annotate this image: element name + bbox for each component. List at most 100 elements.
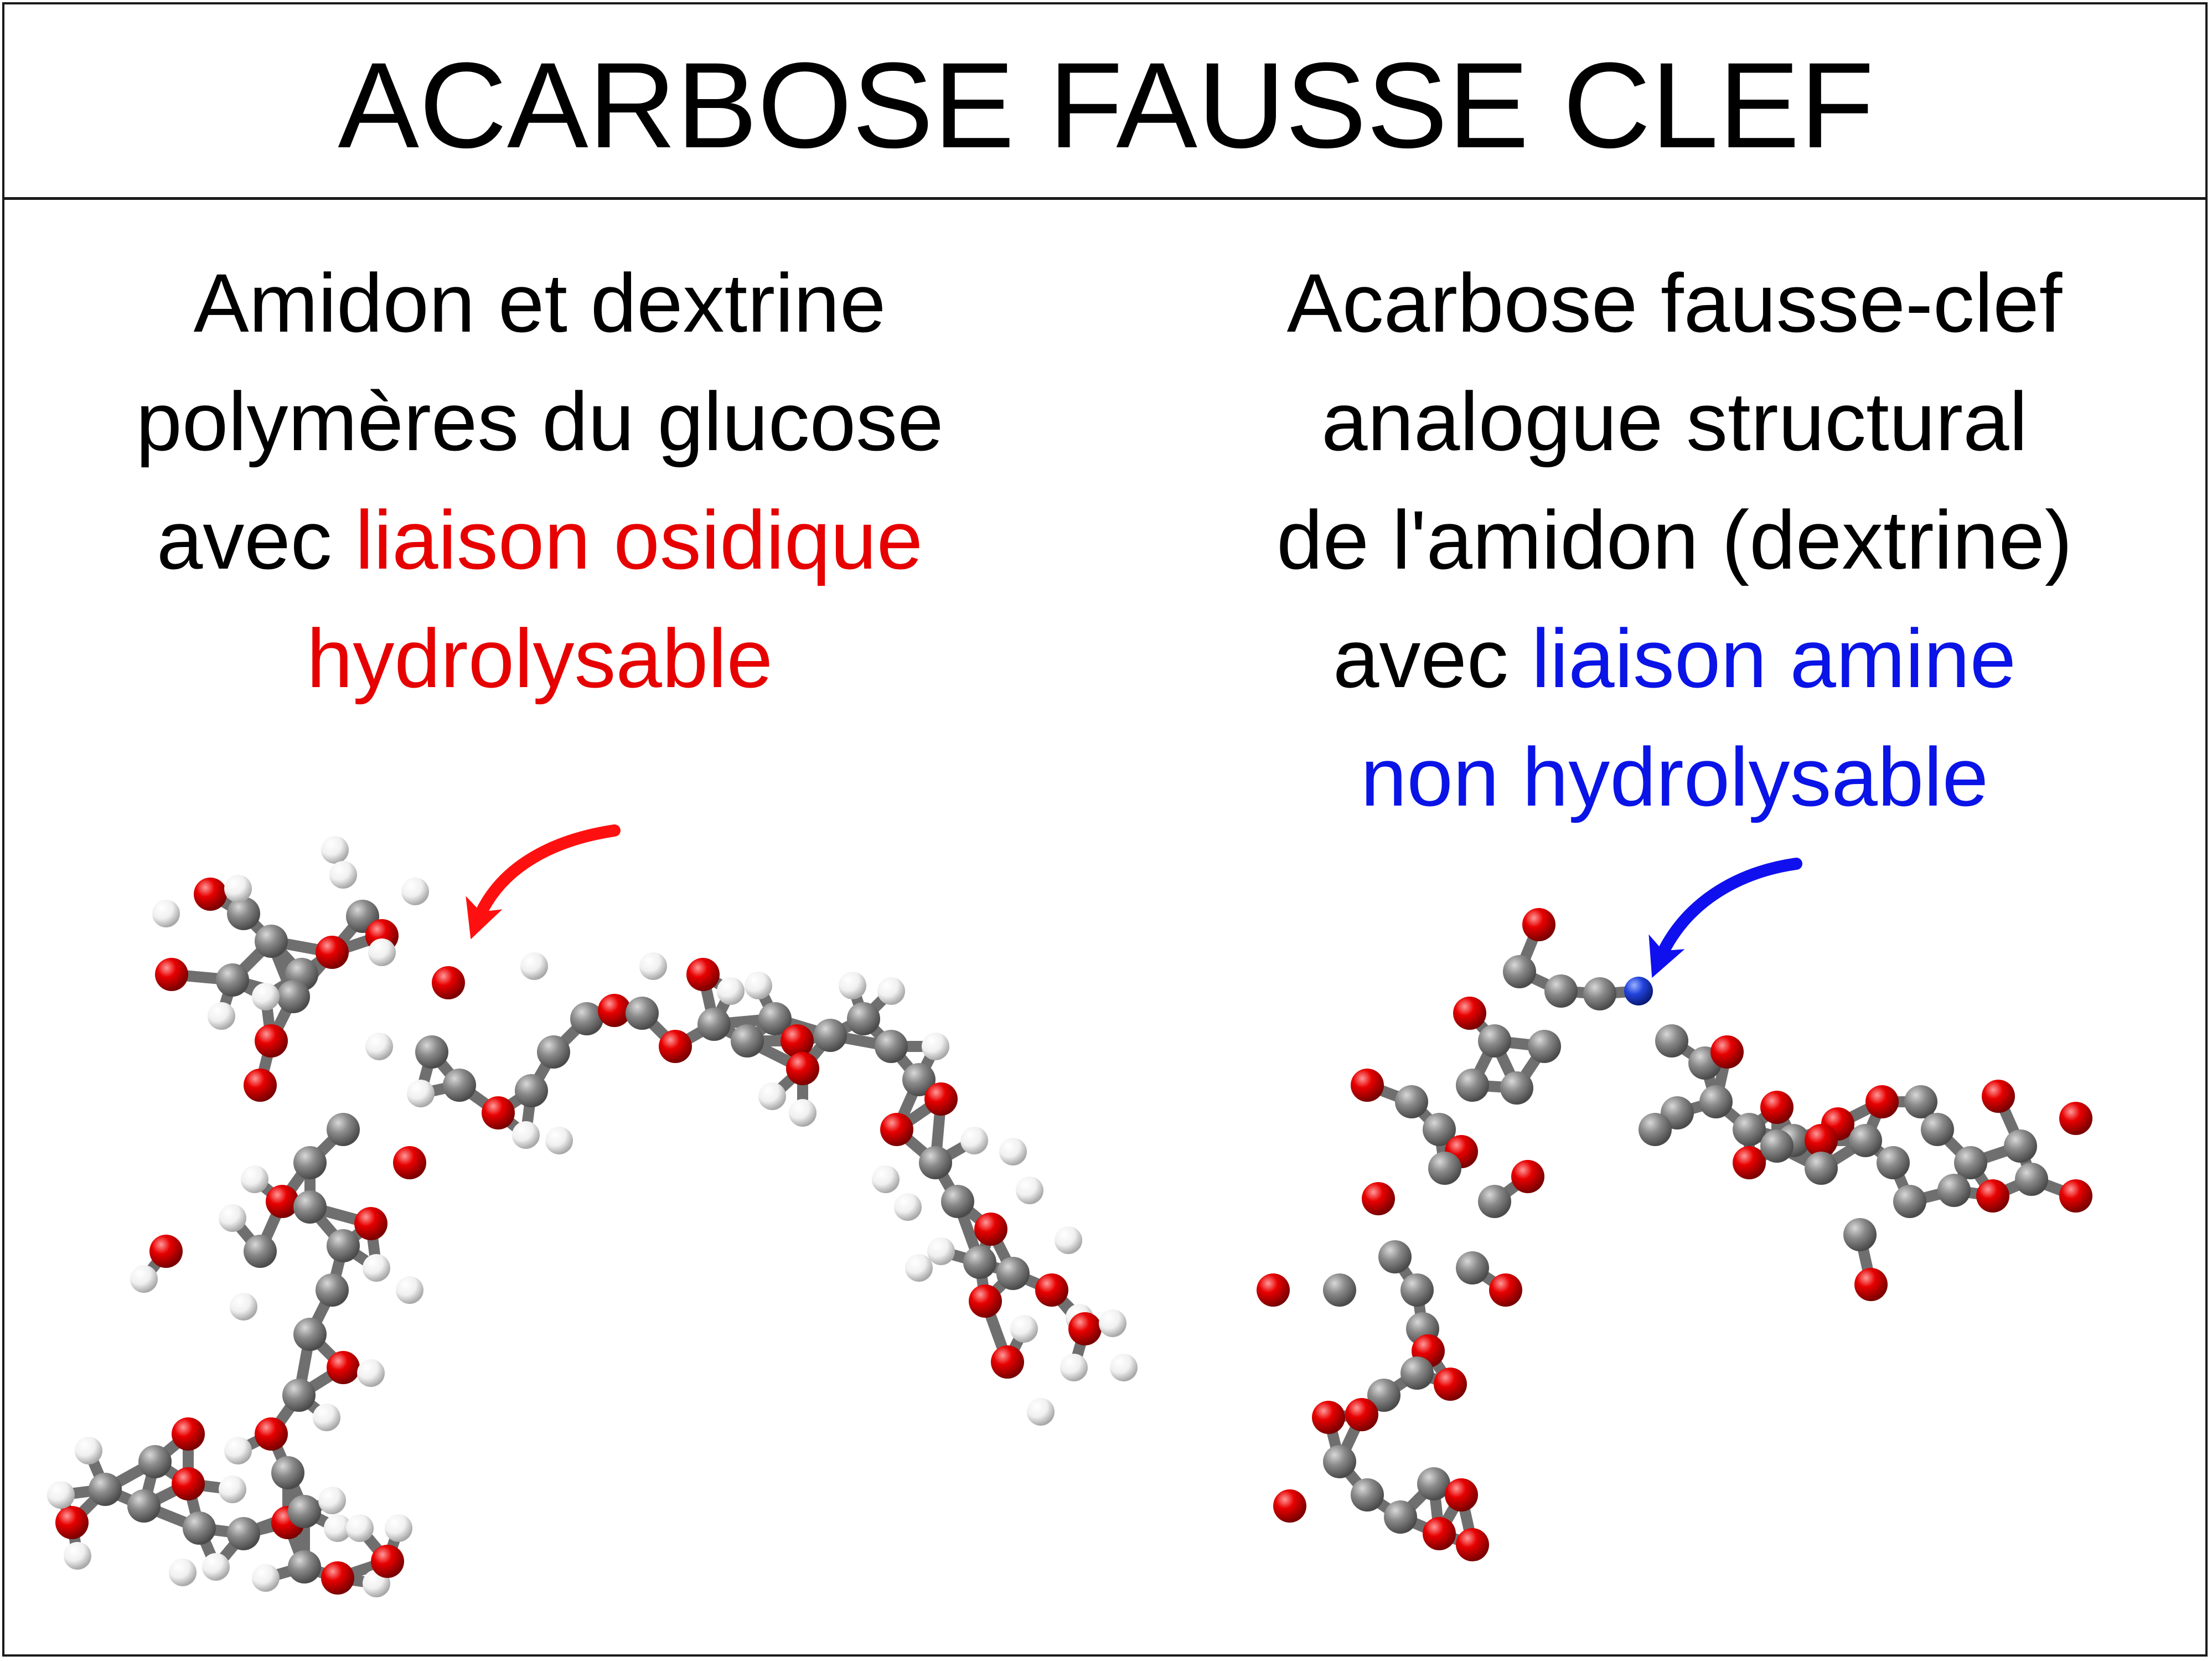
hydrogen-atom xyxy=(520,952,548,980)
oxygen-atom xyxy=(880,1113,913,1146)
carbon-atom xyxy=(626,997,659,1030)
oxygen-atom xyxy=(974,1213,1007,1246)
oxygen-atom xyxy=(1710,1035,1744,1069)
hydrogen-atom xyxy=(905,1254,933,1282)
hydrogen-atom xyxy=(877,977,905,1005)
carbon-atom xyxy=(1904,1085,1937,1118)
oxygen-atom xyxy=(266,1185,299,1218)
hydrogen-atom xyxy=(224,1437,252,1464)
hydrogen-atom xyxy=(1016,1177,1043,1204)
right-caption-line-2: analogue structural xyxy=(1321,375,2028,468)
oxygen-atom xyxy=(1434,1368,1467,1401)
hydrogen-atom xyxy=(202,1553,230,1581)
hydrogen-atom xyxy=(224,875,252,902)
hydrogen-atom xyxy=(357,1359,385,1387)
oxygen-atom xyxy=(1445,1478,1478,1512)
carbon-atom xyxy=(1428,1152,1461,1185)
oxygen-atom xyxy=(1035,1273,1068,1307)
hydrogen-atom xyxy=(324,1514,352,1542)
carbon-atom xyxy=(1843,1218,1877,1251)
acarbose-molecule-model xyxy=(1257,908,2092,1561)
right-caption-line-1: Acarbose fausse-clef xyxy=(1286,256,2063,349)
left-caption-line-1: Amidon et dextrine xyxy=(193,256,886,349)
hydrogen-atom xyxy=(960,1127,988,1154)
carbon-atom xyxy=(1921,1113,1954,1146)
oxygen-atom xyxy=(354,1207,387,1240)
carbon-atom xyxy=(1849,1124,1882,1157)
left-caption-prefix: avec xyxy=(156,493,355,586)
carbon-atom xyxy=(1323,1273,1356,1307)
carbon-atom xyxy=(293,1146,327,1179)
carbon-atom xyxy=(244,1235,277,1268)
carbon-atom xyxy=(327,1113,360,1146)
oxygen-atom xyxy=(991,1345,1024,1379)
carbon-atom xyxy=(1893,1185,1926,1218)
oxygen-atom xyxy=(327,1351,360,1384)
oxygen-atom xyxy=(781,1024,814,1058)
hydrogen-atom xyxy=(639,952,667,980)
hydrogen-atom xyxy=(152,900,180,927)
right-caption: Acarbose fausse-clef analogue structural… xyxy=(1135,244,2212,836)
oxygen-atom xyxy=(432,966,465,999)
oxygen-atom xyxy=(1362,1182,1395,1215)
oxygen-atom xyxy=(393,1146,426,1179)
hydrogen-atom xyxy=(130,1265,158,1293)
oxygen-atom xyxy=(1456,1528,1489,1561)
carbon-atom xyxy=(138,1445,172,1478)
carbon-atom xyxy=(89,1473,122,1506)
hydrogen-atom xyxy=(745,972,772,999)
carbon-atom xyxy=(1456,1069,1489,1102)
oxygen-atom xyxy=(482,1096,515,1129)
amine-bond-label: liaison amine xyxy=(1531,612,2016,705)
oxygen-atom xyxy=(55,1506,89,1539)
hydrogen-atom xyxy=(839,972,866,999)
carbon-atom xyxy=(1400,1356,1434,1390)
carbon-atom xyxy=(963,1246,996,1279)
oxygen-atom xyxy=(1760,1091,1794,1124)
hydrogen-atom xyxy=(230,1293,257,1320)
oxygen-atom xyxy=(1345,1398,1378,1431)
carbon-atom xyxy=(1503,955,1536,988)
hydrogen-atom xyxy=(385,1514,412,1542)
nitrogen-atom xyxy=(1624,977,1653,1005)
hydrogen-atom xyxy=(512,1121,540,1149)
hydrogen-atom xyxy=(321,836,349,864)
carbon-atom xyxy=(1478,1185,1511,1218)
carbon-atom xyxy=(216,963,249,997)
carbon-atom xyxy=(443,1069,476,1102)
oxygen-atom xyxy=(371,1545,404,1578)
hydrogen-atom xyxy=(252,983,280,1010)
hydrogen-atom xyxy=(407,1080,435,1107)
right-caption-line-4: avec liaison amine xyxy=(1135,599,2212,718)
hydrogen-atom xyxy=(717,977,745,1005)
carbon-atom xyxy=(697,1008,731,1041)
hydrogen-atom xyxy=(872,1165,900,1193)
glycosidic-bond-label: liaison osidique xyxy=(355,493,923,586)
carbon-atom xyxy=(293,1190,327,1224)
oxygen-atom xyxy=(969,1285,1002,1318)
carbon-atom xyxy=(183,1512,216,1545)
oxygen-atom xyxy=(1068,1312,1102,1345)
carbon-atom xyxy=(415,1035,448,1069)
oxygen-atom xyxy=(1312,1401,1345,1434)
oxygen-atom xyxy=(1854,1268,1888,1301)
hydrogen-atom xyxy=(47,1481,75,1509)
carbon-atom xyxy=(847,1002,880,1035)
carbon-atom xyxy=(1877,1146,1910,1179)
oxygen-atom xyxy=(172,1417,205,1451)
title-divider xyxy=(2,197,2208,200)
carbon-atom xyxy=(731,1024,764,1058)
hydrogen-atom xyxy=(401,878,429,905)
carbon-atom xyxy=(758,1002,792,1035)
carbon-atom xyxy=(255,925,288,958)
carbon-atom xyxy=(227,897,260,930)
carbon-atom xyxy=(1417,1467,1450,1500)
carbon-atom xyxy=(570,1002,603,1035)
oxygen-atom xyxy=(1257,1273,1290,1307)
hydrogen-atom xyxy=(789,1099,816,1127)
carbon-atom xyxy=(1760,1129,1794,1163)
carbon-atom xyxy=(875,1030,908,1063)
left-caption: Amidon et dextrine polymères du glucose … xyxy=(0,244,1079,718)
carbon-atom xyxy=(1423,1113,1456,1146)
